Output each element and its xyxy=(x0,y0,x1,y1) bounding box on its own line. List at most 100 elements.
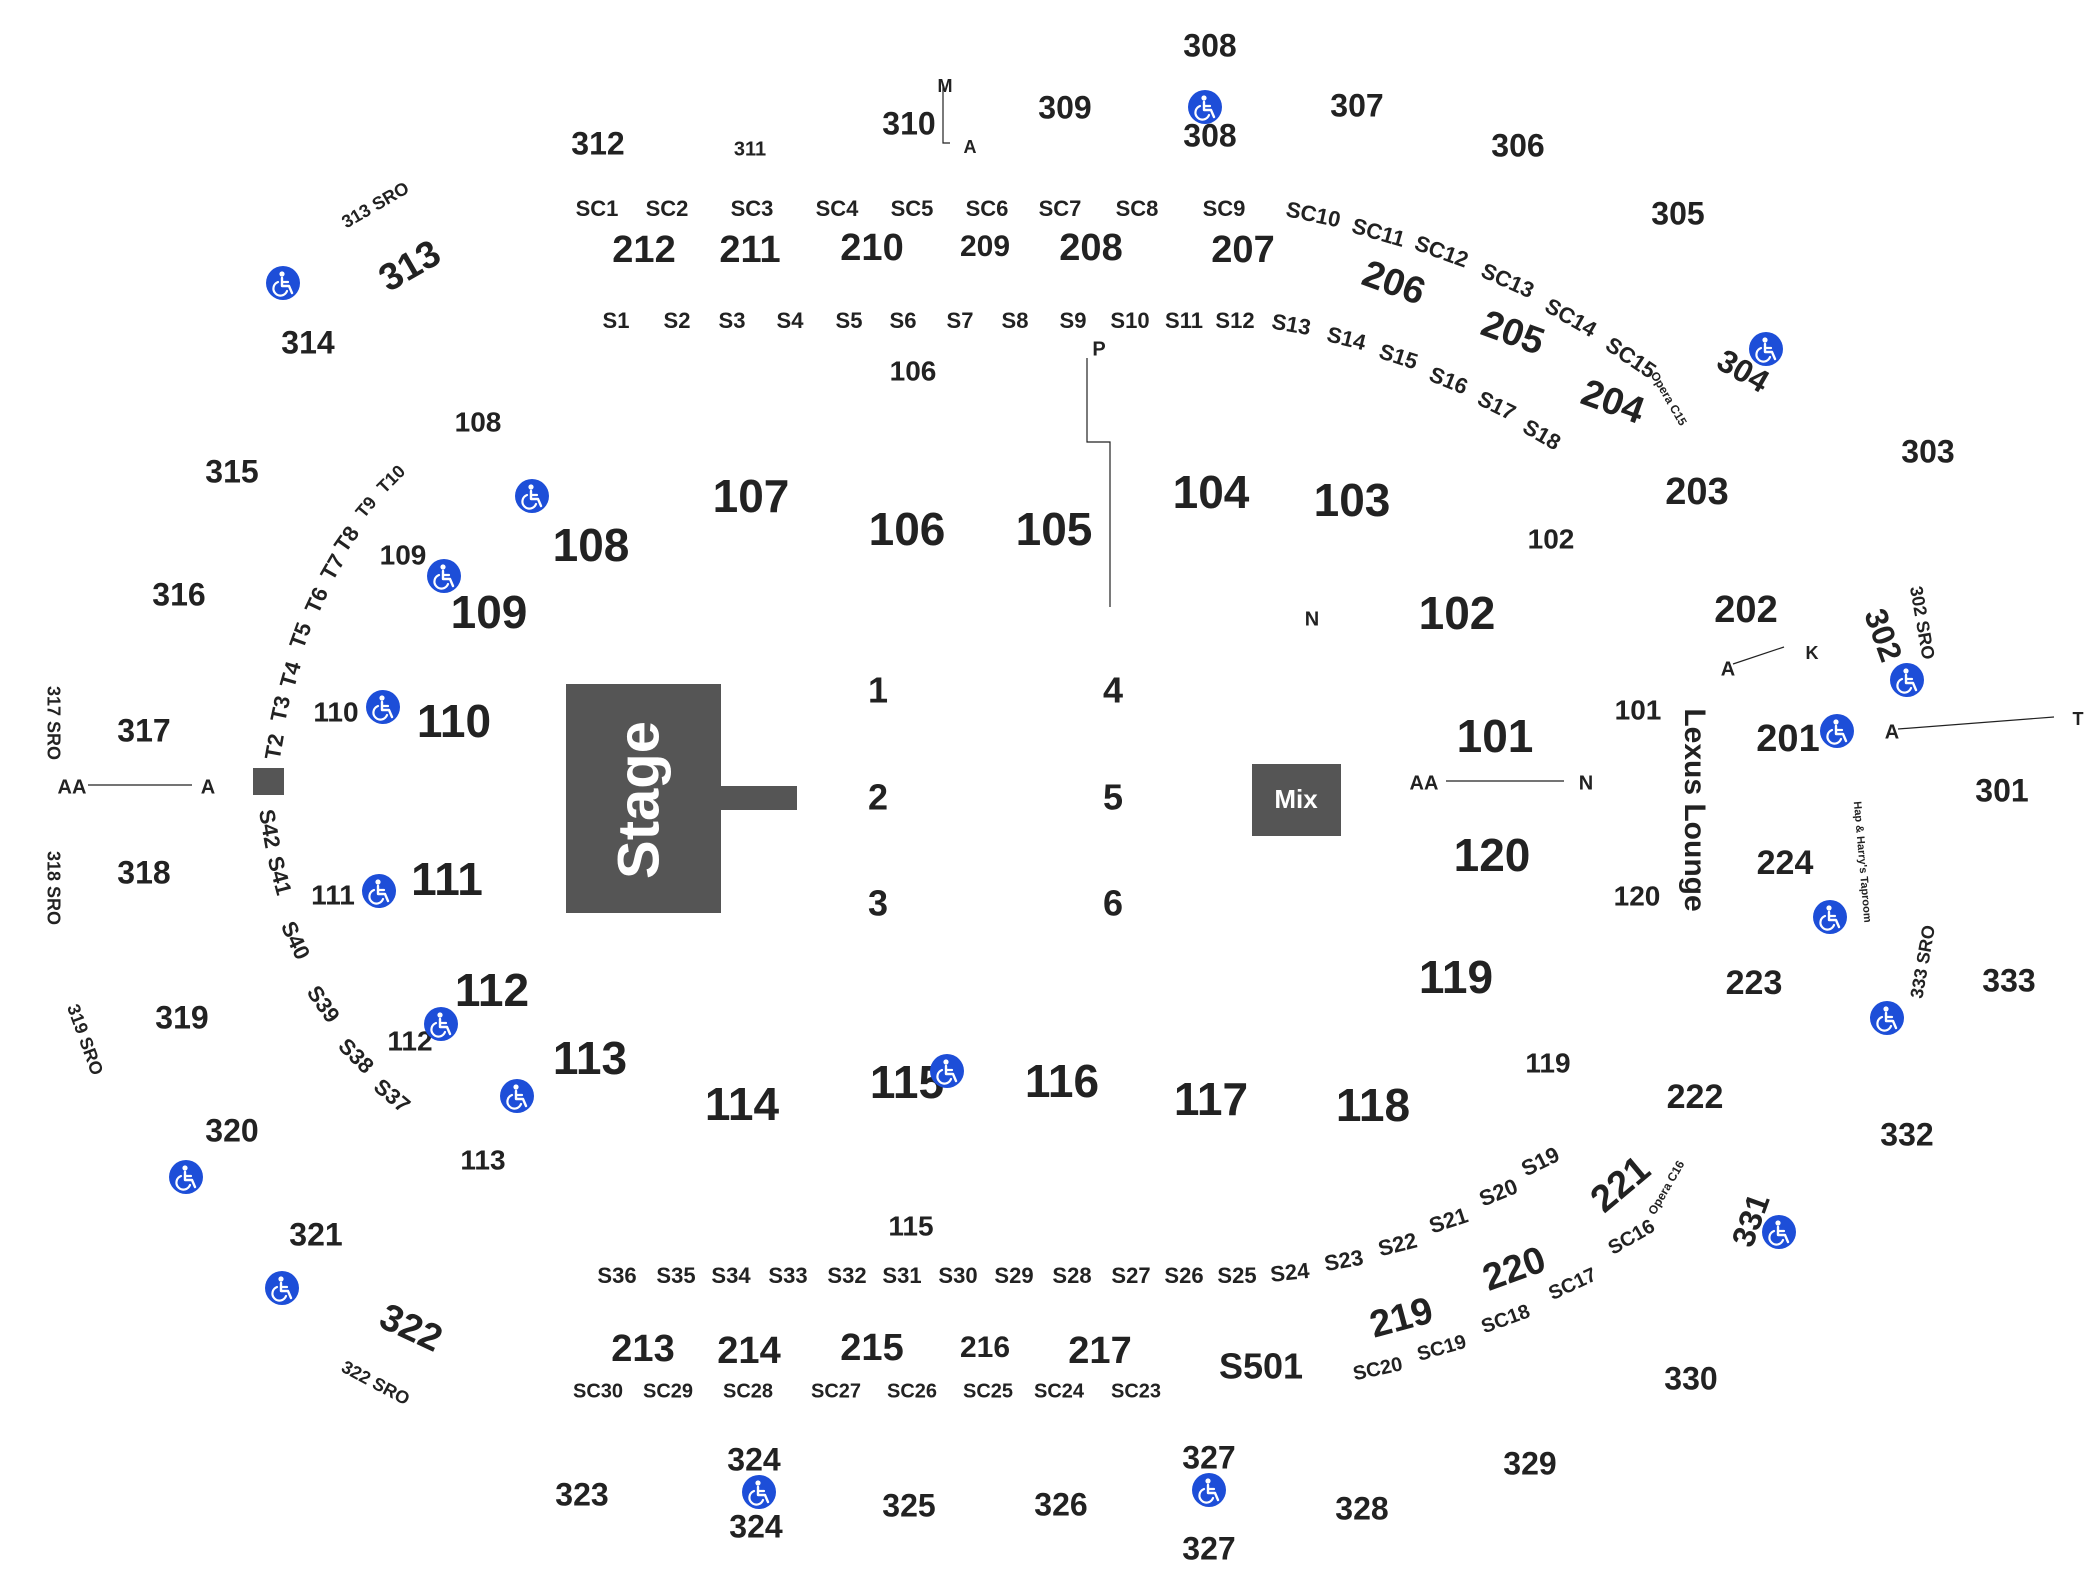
floor-sections-label[interactable]: 2 xyxy=(868,777,888,818)
sections-200-label[interactable]: 210 xyxy=(840,227,903,269)
sections-100-label[interactable]: 102 xyxy=(1419,587,1496,639)
sections-100-label[interactable]: 114 xyxy=(705,1078,780,1130)
club-bottom-label[interactable]: SC26 xyxy=(887,1380,937,1402)
sections-100-label[interactable]: 101 xyxy=(1457,710,1534,762)
suites-bottom-label[interactable]: S33 xyxy=(768,1263,807,1288)
sro-label[interactable]: 322 SRO xyxy=(338,1357,413,1409)
row-markers-label[interactable]: A xyxy=(964,137,977,157)
sections-100-label[interactable]: 103 xyxy=(1314,474,1391,526)
suites-left-label[interactable]: T8 xyxy=(329,521,364,556)
sections-300-label[interactable]: 320 xyxy=(205,1112,258,1148)
suites-bottom-label[interactable]: S19 xyxy=(1517,1142,1563,1182)
suites-top-label[interactable]: S11 xyxy=(1165,308,1203,333)
suites-bottom-label[interactable]: S25 xyxy=(1217,1263,1256,1288)
sections-300-label[interactable]: 322 xyxy=(373,1296,448,1361)
sections-300-label[interactable]: 332 xyxy=(1880,1116,1933,1152)
sections-200-label[interactable]: 217 xyxy=(1068,1330,1131,1372)
sections-200-label[interactable]: 203 xyxy=(1665,471,1728,513)
sections-300-label[interactable]: 333 xyxy=(1982,962,2035,998)
suites-bottom-label[interactable]: S21 xyxy=(1426,1202,1471,1238)
club-bottom-label[interactable]: SC18 xyxy=(1478,1300,1533,1338)
club-top-label[interactable]: SC10 xyxy=(1284,196,1343,232)
suites-bottom-label[interactable]: S501 xyxy=(1219,1346,1303,1387)
suites-top-label[interactable]: S18 xyxy=(1519,414,1565,455)
sections-100-label[interactable]: 111 xyxy=(311,879,355,910)
sections-300-label[interactable]: 317 xyxy=(117,712,170,748)
club-bottom-label[interactable]: SC25 xyxy=(963,1380,1013,1402)
sections-300-label[interactable]: 311 xyxy=(734,138,766,160)
sections-200-label[interactable]: 206 xyxy=(1357,253,1431,314)
row-markers-label[interactable]: N xyxy=(1305,608,1319,630)
sections-200-label[interactable]: 216 xyxy=(960,1331,1010,1364)
sections-300-label[interactable]: 308 xyxy=(1183,27,1236,63)
sections-100-label[interactable]: 111 xyxy=(411,853,483,905)
sro-label[interactable]: 319 SRO xyxy=(63,1001,107,1077)
suites-top-label[interactable]: S16 xyxy=(1426,362,1472,400)
sections-100-label[interactable]: 109 xyxy=(380,539,427,570)
sections-100-label[interactable]: 115 xyxy=(888,1210,933,1241)
sections-200-label[interactable]: 208 xyxy=(1059,227,1122,269)
sections-200-label[interactable]: 222 xyxy=(1667,1078,1724,1116)
sections-100-label[interactable]: 118 xyxy=(1336,1079,1410,1131)
floor-sections-label[interactable]: 4 xyxy=(1103,670,1123,711)
sections-300-label[interactable]: 306 xyxy=(1491,127,1544,163)
sections-200-label[interactable]: 202 xyxy=(1714,589,1777,631)
sections-300-label[interactable]: 330 xyxy=(1664,1360,1717,1396)
club-top-label[interactable]: SC6 xyxy=(966,196,1009,221)
club-top-label[interactable]: SC14 xyxy=(1541,293,1602,343)
floor-sections-label[interactable]: 3 xyxy=(868,883,888,924)
suites-left-label[interactable]: S39 xyxy=(302,981,345,1027)
sections-300-label[interactable]: 324 xyxy=(727,1441,781,1477)
row-markers-label[interactable]: A xyxy=(1885,721,1899,743)
suites-bottom-label[interactable]: S24 xyxy=(1269,1258,1311,1287)
row-markers-label[interactable]: K xyxy=(1806,643,1819,663)
sections-100-label[interactable]: 104 xyxy=(1173,466,1250,518)
sections-200-label[interactable]: 220 xyxy=(1477,1239,1551,1300)
suites-top-label[interactable]: S3 xyxy=(719,308,746,333)
suites-top-label[interactable]: S9 xyxy=(1060,308,1087,333)
row-markers-label[interactable]: A xyxy=(201,776,215,798)
sections-200-label[interactable]: 219 xyxy=(1365,1290,1437,1347)
suites-left-label[interactable]: T3 xyxy=(265,693,295,723)
sections-100-label[interactable]: 110 xyxy=(417,695,491,747)
suites-top-label[interactable]: S7 xyxy=(947,308,974,333)
suites-bottom-label[interactable]: S28 xyxy=(1052,1263,1091,1288)
sections-200-label[interactable]: 214 xyxy=(717,1330,780,1372)
sections-100-label[interactable]: 113 xyxy=(553,1032,627,1084)
suites-bottom-label[interactable]: S29 xyxy=(994,1263,1033,1288)
sro-label[interactable]: 318 SRO xyxy=(43,851,63,925)
suites-bottom-label[interactable]: S26 xyxy=(1164,1263,1203,1288)
sections-100-label[interactable]: 117 xyxy=(1174,1073,1248,1125)
club-bottom-label[interactable]: SC30 xyxy=(573,1380,623,1402)
club-top-label[interactable]: SC12 xyxy=(1411,230,1471,272)
sections-100-label[interactable]: 112 xyxy=(387,1025,432,1056)
sections-200-label[interactable]: 205 xyxy=(1476,303,1550,364)
sections-100-label[interactable]: 108 xyxy=(455,406,502,437)
sections-300-label[interactable]: 308 xyxy=(1183,117,1236,153)
sections-300-label[interactable]: 314 xyxy=(281,324,335,360)
suites-bottom-label[interactable]: S31 xyxy=(882,1263,921,1288)
sections-300-label[interactable]: 327 xyxy=(1182,1530,1235,1566)
sections-100-label[interactable]: 106 xyxy=(890,355,937,386)
sections-200-label[interactable]: 209 xyxy=(960,230,1010,263)
suites-bottom-label[interactable]: S35 xyxy=(656,1263,695,1288)
sections-300-label[interactable]: 326 xyxy=(1034,1486,1087,1522)
suites-top-label[interactable]: S2 xyxy=(664,308,691,333)
suites-top-label[interactable]: S8 xyxy=(1002,308,1029,333)
row-markers-label[interactable]: AA xyxy=(58,776,87,798)
sections-100-label[interactable]: 107 xyxy=(713,470,790,522)
sections-300-label[interactable]: 303 xyxy=(1901,433,1954,469)
suites-top-label[interactable]: S10 xyxy=(1110,308,1149,333)
sections-300-label[interactable]: 305 xyxy=(1651,195,1704,231)
suites-left-label[interactable]: S37 xyxy=(369,1074,415,1118)
club-bottom-label[interactable]: SC24 xyxy=(1034,1380,1085,1402)
sections-300-label[interactable]: 301 xyxy=(1975,772,2028,808)
club-top-label[interactable]: SC3 xyxy=(731,196,774,221)
club-top-label[interactable]: SC7 xyxy=(1039,196,1082,221)
sections-100-label[interactable]: 116 xyxy=(1025,1055,1099,1107)
club-bottom-label[interactable]: SC28 xyxy=(723,1380,773,1402)
suites-left-label[interactable]: S40 xyxy=(276,917,315,963)
sections-300-label[interactable]: 312 xyxy=(571,125,624,161)
club-bottom-label[interactable]: SC29 xyxy=(643,1380,693,1402)
suites-bottom-label[interactable]: S34 xyxy=(711,1263,751,1288)
